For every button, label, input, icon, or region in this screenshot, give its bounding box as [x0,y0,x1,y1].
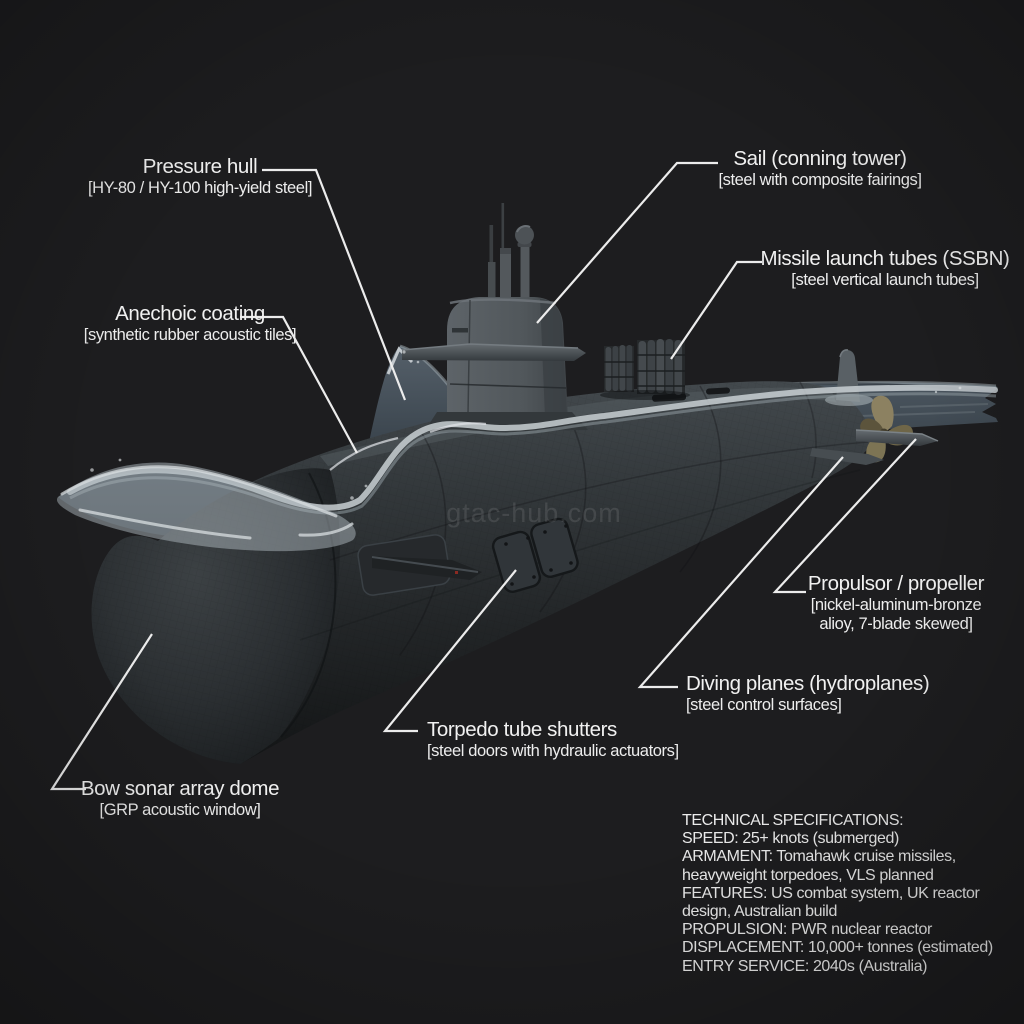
leader-line-propulsor [772,438,917,594]
watermark: gtac-hub.com [446,498,622,528]
sail-body [438,297,575,428]
leader-line-pressure-hull [262,168,407,401]
label-sail: Sail (conning tower) [steel with composi… [670,147,970,190]
label-subtitle: [synthetic rubber acoustic tiles] [83,326,297,344]
spec-line: TECHNICAL SPECIFICATIONS: [682,812,904,829]
label-subtitle: [HY-80 / HY-100 high-yield steel] [87,179,313,197]
label-bow-sonar: Bow sonar array dome [GRP acoustic windo… [30,777,330,820]
label-subtitle: [steel doors with hydraulic actuators] [427,742,679,760]
label-diving-planes: Diving planes (hydroplanes) [steel contr… [686,672,996,715]
label-title: Torpedo tube shutters [427,718,617,741]
anechoic-coating-texture [91,381,874,764]
spec-line: ARMAMENT: Tomahawk cruise missiles, [682,848,956,866]
missile-launch-tubes [600,339,690,400]
torpedo-tube-shutters [491,517,579,593]
label-title: Pressure hull [142,155,258,178]
label-title: Sail (conning tower) [733,147,907,170]
label-title: Missile launch tubes (SSBN) [760,247,1010,270]
spec-line: heavyweight torpedoes, VLS planned [682,866,934,884]
label-subtitle: [steel vertical launch tubes] [791,271,979,289]
leader-line-anechoic [240,315,358,454]
periscope-masts [488,203,534,306]
label-subtitle: [GRP acoustic window] [99,801,261,819]
leader-lines [49,161,917,791]
spec-line: SPEED: 25+ knots (submerged) [682,830,899,848]
bow-plane-fin [372,556,482,580]
leader-line-sail [536,161,718,324]
leader-line-missile-tubes [670,260,762,360]
label-subtitle: [steel control surfaces] [686,696,842,714]
label-subtitle: alioy, 7-blade skewed] [819,615,973,633]
spec-line: DISPLACEMENT: 10,000+ tonnes (estimated) [682,939,993,957]
label-title: Diving planes (hydroplanes) [686,672,930,695]
label-anechoic: Anechoic coating [synthetic rubber acous… [40,302,340,345]
spec-line: FEATURES: US combat system, UK reactor [682,884,980,902]
mast-dome-head [515,225,534,245]
label-subtitle: [steel with composite fairings] [718,171,922,189]
torpedo-door-1 [491,530,542,593]
stern-plane-lower [810,448,884,465]
sail-plane [402,344,586,361]
leader-line-bow-sonar [49,633,153,791]
tube-cluster-forward [604,345,634,392]
label-propulsor: Propulsor / propeller [nickel-aluminum-b… [746,572,1024,634]
label-pressure-hull: Pressure hull [HY-80 / HY-100 high-yield… [50,155,350,198]
label-title: Propulsor / propeller [807,572,985,595]
label-title: Anechoic coating [115,302,265,325]
bow-wave [56,350,962,552]
label-subtitle: [nickel-aluminum-bronze [810,596,982,614]
label-missile-tubes: Missile launch tubes (SSBN) [steel verti… [735,247,1024,290]
pressure-hull [91,381,874,764]
spec-line: design, Australian build [682,903,837,921]
tech-specs: TECHNICAL SPECIFICATIONS: SPEED: 25+ kno… [682,812,1012,976]
spec-line: ENTRY SERVICE: 2040s (Australia) [682,957,928,975]
leader-line-diving-planes [637,456,844,689]
bow-plane [357,534,482,596]
leader-line-torpedo [382,569,517,733]
label-title: Bow sonar array dome [80,777,280,800]
torpedo-door-2 [530,517,579,578]
label-torpedo: Torpedo tube shutters [steel doors with … [427,718,737,761]
spec-line: PROPULSION: PWR nuclear reactor [682,921,932,939]
